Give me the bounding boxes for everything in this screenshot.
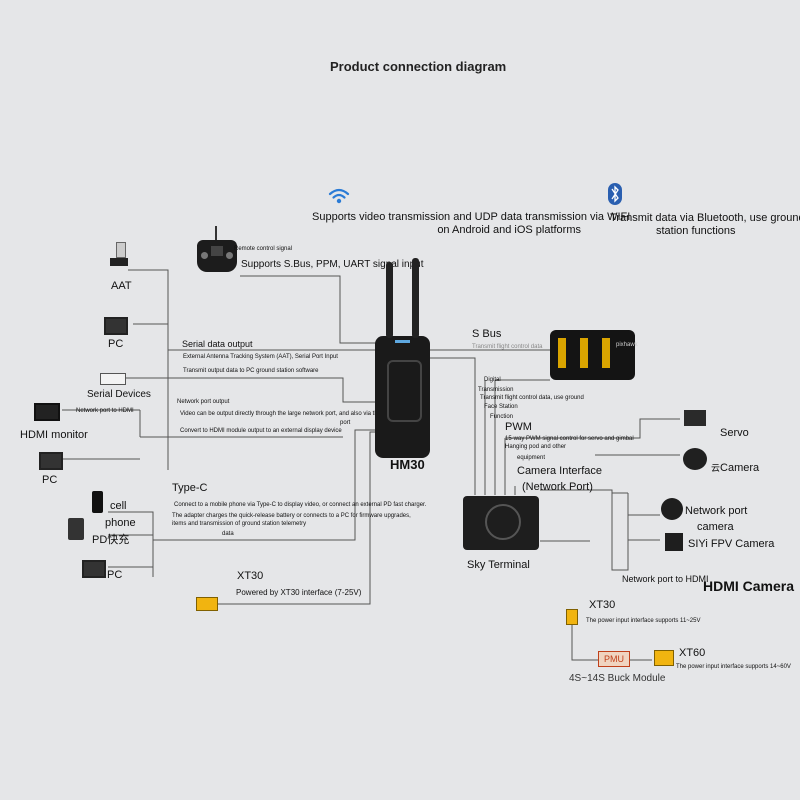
network-hdmi-note: Network port to HDMI [76,408,134,414]
digital-line4: Face Station [484,404,518,410]
rc-description: Supports S.Bus, PPM, UART signal input [241,259,424,270]
wifi-icon [328,188,350,204]
antenna-right [412,258,419,338]
sky-terminal-image [463,496,539,550]
hm30-label: HM30 [390,457,425,472]
pwm-line2: Hanging pod and other [505,444,567,450]
antenna-left [386,262,393,338]
pc-image-3 [82,560,106,578]
remote-antenna [215,226,217,240]
rc-label: Remote control signal [234,246,293,252]
xt30-left-desc: Powered by XT30 interface (7-25V) [236,588,362,597]
remote-controller-image [197,240,237,272]
pc-label-3: PC [107,569,123,581]
xt30-connector-right [566,609,578,625]
sbus-title: S Bus [472,328,502,340]
typec-title: Type-C [172,482,208,494]
pc-image-1 [104,317,128,335]
pc-label-2: PC [42,474,58,486]
network-output-line2: port [340,420,351,426]
pmu-box: PMU [598,651,630,667]
digital-line3: Transmit flight control data, use ground [480,395,584,401]
typec-line4: data [222,531,234,537]
pd-charger-label: PD快充 [92,534,130,546]
xt30-right-desc: The power input interface supports 11~25… [586,618,701,624]
xt30-left-title: XT30 [237,570,264,582]
sbus-desc: Transmit flight control data [472,344,543,350]
serial-devices-label: Serial Devices [87,389,151,400]
serial-output-title: Serial data output [182,339,253,349]
hm30-ground-unit [375,336,430,458]
digital-line5: Function [490,414,514,420]
pwm-line1: 15-way PWM signal control for servo and … [505,436,634,442]
page-title: Product connection diagram [330,59,507,74]
pwm-line3: equipment [517,455,546,461]
hdmi-camera-label: HDMI Camera [703,578,795,594]
bluetooth-description: Transmit data via Bluetooth, use ground … [610,212,800,237]
servo-label: Servo [720,427,749,439]
gimbal-camera-image [683,448,707,470]
network-camera-image [661,498,683,520]
xt60-title: XT60 [679,647,706,659]
digital-line1: Digital [484,377,501,383]
aat-label: AAT [111,280,132,292]
typec-line3: items and transmission of ground station… [172,521,307,527]
siyi-fpv-label: SIYi FPV Camera [688,538,775,550]
hdmi-monitor-label: HDMI monitor [20,429,88,441]
cell-phone-label: cell phone [105,500,136,529]
sky-terminal-label: Sky Terminal [467,559,530,571]
camera-label: 云Camera [711,462,760,474]
wifi-description: Supports video transmission and UDP data… [312,211,631,236]
fc-brand: pixhawk [616,342,638,348]
network-camera-label: Network port camera [685,505,748,533]
xt60-connector [654,650,674,666]
pd-charger-image [68,518,84,540]
xt30-connector-left [196,597,218,611]
servo-image [684,410,706,426]
bluetooth-icon [608,183,622,205]
network-output-title: Network port output [177,399,230,405]
pc-image-2 [39,452,63,470]
net-to-hdmi-label: Network port to HDMI [622,574,709,584]
serial-output-line1: External Antenna Tracking System (AAT), … [183,354,338,360]
flight-controller-image: pixhawk [550,330,638,380]
typec-line1: Connect to a mobile phone via Type-C to … [174,502,427,508]
xt60-desc: The power input interface supports 14~60… [676,664,791,670]
siyi-fpv-camera-image [665,533,683,551]
buck-module-label: 4S~14S Buck Module [569,673,666,684]
pwm-title: PWM [505,421,532,433]
aat-device-image [110,242,128,270]
digital-line2: Transmission [478,387,514,393]
typec-line2: The adapter charges the quick-release ba… [172,513,411,519]
network-output-line1: Video can be output directly through the… [180,411,404,417]
pc-label-1: PC [108,338,124,350]
serial-output-line2: Transmit output data to PC ground statio… [183,368,319,374]
hdmi-monitor-image [34,403,60,421]
network-output-line3: Convert to HDMI module output to an exte… [180,428,342,434]
camera-interface-label: Camera Interface (Network Port) [517,465,602,493]
xt30-right-title: XT30 [589,599,616,611]
cell-phone-image [92,491,103,513]
serial-device-image [100,373,126,385]
